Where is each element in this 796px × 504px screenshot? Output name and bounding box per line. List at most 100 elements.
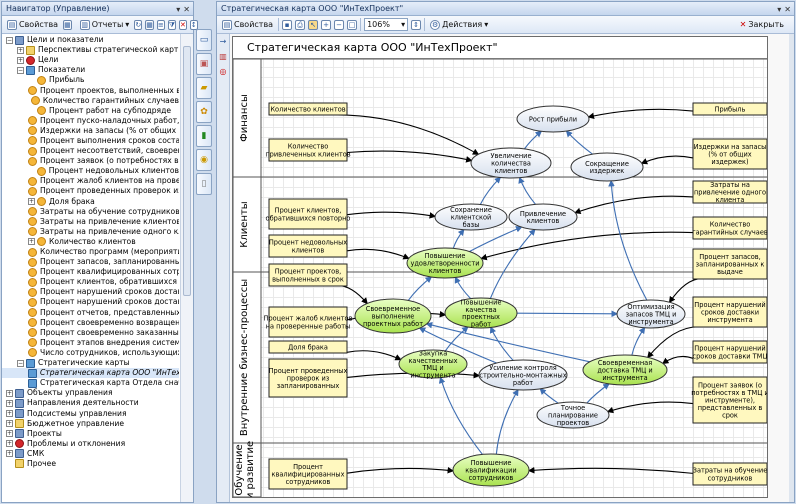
- expand-toggle-icon[interactable]: +: [6, 399, 13, 407]
- pin-icon[interactable]: ▾: [777, 5, 782, 14]
- expand-toggle-icon[interactable]: +: [28, 238, 35, 246]
- close-document-button[interactable]: ✕Закрыть: [738, 19, 786, 30]
- tree-item[interactable]: +Цели: [2, 55, 179, 65]
- tree-item[interactable]: Процент проведенных проверок из запланир: [2, 186, 179, 196]
- navigator-scrollbar[interactable]: [180, 34, 193, 502]
- tree-item[interactable]: Число сотрудников, использующих систему: [2, 348, 179, 358]
- tree-item[interactable]: Прочее: [2, 459, 179, 469]
- expand-toggle-icon[interactable]: +: [6, 420, 13, 428]
- tree-item[interactable]: Процент проектов, выполненных в срок: [2, 85, 179, 96]
- tree-item[interactable]: Количество гарантийных случаев: [2, 96, 179, 106]
- properties-button[interactable]: ▤Свойства: [220, 19, 275, 31]
- scrollbar-thumb[interactable]: [183, 46, 191, 296]
- indicator-box[interactable]: Количество клиентов: [268, 102, 348, 116]
- tree-item[interactable]: Процент запасов, запланированных к выдач…: [2, 257, 179, 267]
- filter-icon[interactable]: ⧩: [167, 19, 176, 30]
- map-scrollbar[interactable]: [789, 34, 794, 502]
- zoom-in-icon[interactable]: +: [321, 19, 332, 30]
- tree-item[interactable]: −Цели и показатели: [2, 35, 179, 45]
- tree-item[interactable]: −Показатели: [2, 65, 179, 75]
- tree-item[interactable]: Процент выполнения сроков составления пл: [2, 136, 179, 146]
- chart-icon[interactable]: ▥: [219, 52, 227, 61]
- tree-item[interactable]: Издержки на запасы (% от общих издержек): [2, 126, 179, 136]
- expand-toggle-icon[interactable]: −: [6, 36, 13, 44]
- tree-item[interactable]: +Количество клиентов: [2, 237, 179, 247]
- arrow-right-icon[interactable]: →: [219, 37, 227, 46]
- tree-item[interactable]: Прибыль: [2, 75, 179, 85]
- tree-item[interactable]: Процент этапов внедрения системы, выполн: [2, 338, 179, 348]
- tree-item[interactable]: Затраты на обучение сотрудников: [2, 207, 179, 217]
- print-icon[interactable]: ⎙: [295, 19, 306, 30]
- save-icon[interactable]: ▪: [282, 19, 293, 30]
- expand-toggle-icon[interactable]: +: [6, 440, 13, 448]
- tree-item[interactable]: Затраты на привлечение одного клиента: [2, 227, 179, 237]
- tree-item[interactable]: Процент пуско-наладочных работ, выполнен: [2, 116, 179, 126]
- tree-item[interactable]: +Проблемы и отклонения: [2, 439, 179, 449]
- expand-toggle-icon[interactable]: +: [28, 198, 35, 206]
- tree-item[interactable]: Процент квалифицированных сотрудников: [2, 267, 179, 277]
- side-tab-objects-icon[interactable]: ▣: [196, 53, 212, 75]
- tree-item[interactable]: Процент недовольных клиентов: [2, 166, 179, 176]
- tree-item[interactable]: Стратегическая карта Отдела снабжения: [2, 378, 179, 388]
- tree-item[interactable]: +Проекты: [2, 429, 179, 439]
- indicator-box[interactable]: Процент клиентов,обратившихся повторно: [266, 198, 351, 230]
- tree-item[interactable]: Процент заявок (о потребностях в ТМЦ и и…: [2, 156, 179, 166]
- indicator-box[interactable]: Процент проектов,выполненных в срок: [268, 263, 348, 287]
- indicator-box[interactable]: Прибыль: [692, 102, 767, 116]
- indicator-box[interactable]: Доля брака: [268, 340, 348, 354]
- side-tab-coins-icon[interactable]: ◉: [196, 149, 212, 171]
- side-tab-pages-icon[interactable]: ▭: [196, 29, 212, 51]
- tree-item[interactable]: Процент клиентов, обратившихся повторно: [2, 277, 179, 287]
- tree-item[interactable]: Процент несоответствий, своевременно дов: [2, 146, 179, 156]
- tree-item[interactable]: Количество программ (мероприятий) по пов…: [2, 247, 179, 257]
- expand-toggle-icon[interactable]: +: [17, 46, 24, 54]
- expand-toggle-icon[interactable]: +: [17, 56, 24, 64]
- expand-toggle-icon[interactable]: +: [6, 430, 13, 438]
- expand-toggle-icon[interactable]: +: [6, 450, 13, 458]
- tree-item[interactable]: +Объекты управления: [2, 388, 179, 398]
- tree-item[interactable]: Процент отчетов, представленных в срок: [2, 308, 179, 318]
- fit-icon[interactable]: □: [347, 19, 358, 30]
- side-tab-settings-icon[interactable]: ✿: [196, 101, 212, 123]
- expand-toggle-icon[interactable]: +: [6, 389, 13, 397]
- tree-item[interactable]: +Перспективы стратегической карты: [2, 45, 179, 55]
- zoom-select[interactable]: 106%▾: [364, 18, 409, 31]
- side-tab-note-icon[interactable]: ▯: [196, 173, 212, 195]
- sort-icon[interactable]: ↕: [189, 19, 198, 30]
- tree-item[interactable]: +СМК: [2, 449, 179, 459]
- pin-icon[interactable]: ▾: [176, 5, 181, 14]
- properties-button[interactable]: ▤Свойства: [5, 19, 60, 31]
- zoom-out-icon[interactable]: −: [334, 19, 345, 30]
- goal-node[interactable]: Рост прибыли: [516, 105, 590, 133]
- tree-item[interactable]: +Подсистемы управления: [2, 408, 179, 419]
- actions-button[interactable]: ⚙Действия▾: [428, 19, 490, 31]
- close-icon[interactable]: ✕: [784, 5, 791, 14]
- delete-icon[interactable]: ✕: [178, 19, 187, 30]
- grid-icon[interactable]: ▦: [145, 19, 154, 30]
- tree-item[interactable]: +Доля брака: [2, 197, 179, 207]
- expand-toggle-icon[interactable]: +: [6, 410, 13, 418]
- tree-item[interactable]: Процент своевременно возвращенных непра: [2, 318, 179, 328]
- close-icon[interactable]: ✕: [183, 5, 190, 14]
